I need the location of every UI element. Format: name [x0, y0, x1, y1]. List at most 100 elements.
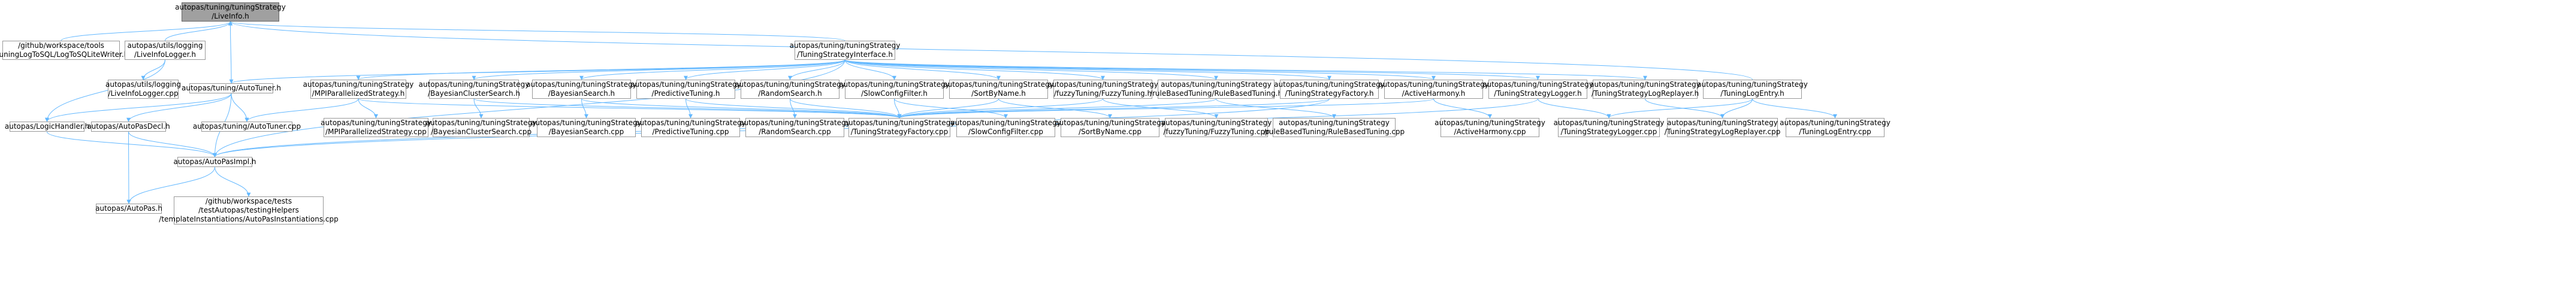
node-rsCpp[interactable]: autopas/tuning/tuningStrategy /RandomSea…: [739, 118, 850, 137]
node-label-line: autopas/tuning/tuningStrategy: [1590, 80, 1701, 89]
node-mpiH[interactable]: autopas/tuning/tuningStrategy /MPIParall…: [303, 80, 413, 99]
node-label-line: autopas/LogicHandler.h: [4, 122, 90, 131]
edge-fuzzyH-to-tsfCpp: [897, 98, 1103, 119]
edge-tsInterface-to-tslH: [844, 59, 1540, 80]
node-label-line: /SlowConfigFilter.h: [861, 89, 928, 98]
node-label-line: /TuningStrategyFactory.h: [1285, 89, 1374, 98]
node-tsfH[interactable]: autopas/tuning/tuningStrategy /TuningStr…: [1274, 80, 1385, 99]
edge-ahH-to-ahCpp: [1433, 98, 1492, 119]
node-label-line: autopas/tuning/tuningStrategy: [844, 119, 955, 127]
node-label-line: /SlowConfigFilter.cpp: [968, 128, 1043, 136]
node-bsH[interactable]: autopas/tuning/tuningStrategy /BayesianS…: [526, 80, 637, 99]
node-sbnCpp[interactable]: autopas/tuning/tuningStrategy /SortByNam…: [1055, 118, 1165, 137]
node-bcsCpp[interactable]: autopas/tuning/tuningStrategy /BayesianC…: [426, 118, 536, 137]
edge-rsH-to-rsCpp: [790, 98, 797, 119]
node-label-line: /PredictiveTuning.cpp: [652, 128, 729, 136]
node-label-line: autopas/tuning/tuningStrategy: [1667, 119, 1778, 127]
edge-liveInfoLoggerH-to-logicHandler: [45, 59, 165, 122]
node-label-line: autopas/tuning/AutoTuner.cpp: [192, 122, 301, 131]
node-ptCpp[interactable]: autopas/tuning/tuningStrategy /Predictiv…: [635, 118, 746, 137]
edge-tsfH-to-tsfCpp: [897, 98, 1330, 119]
edge-tsInterface-to-rsH: [788, 59, 845, 80]
edge-bcsH-to-tsfCpp: [473, 98, 902, 119]
node-tslrH[interactable]: autopas/tuning/tuningStrategy /TuningStr…: [1590, 80, 1701, 99]
node-mpiCpp[interactable]: autopas/tuning/tuningStrategy /MPIParall…: [321, 118, 431, 137]
edge-rbtH-to-tsfCpp: [897, 98, 1216, 119]
node-label-line: /ruleBasedTuning/RuleBasedTuning.cpp: [1263, 128, 1405, 136]
node-label-line: /BayesianSearch.h: [548, 89, 615, 98]
node-label-line: autopas/tuning/tuningStrategy: [839, 80, 950, 89]
edge-mpiH-to-tsfCpp: [358, 98, 902, 119]
node-label-line: /TuningLogEntry.h: [1720, 89, 1784, 98]
edge-toSqlite-to-root: [61, 21, 232, 41]
node-label-line: autopas/AutoPasImpl.h: [173, 157, 256, 166]
node-tslH[interactable]: autopas/tuning/tuningStrategy /TuningStr…: [1482, 80, 1593, 99]
edge-rbtH-to-rbtCpp: [1216, 98, 1336, 119]
edge-tsInterface-to-fuzzyH: [844, 59, 1105, 80]
node-label-line: /RandomSearch.h: [758, 89, 822, 98]
node-tleCpp[interactable]: autopas/tuning/tuningStrategy /TuningLog…: [1780, 118, 1891, 137]
edge-tsInterface-to-bcsH: [472, 59, 845, 80]
node-label-line: /BayesianClusterSearch.cpp: [430, 128, 532, 136]
node-label-line: autopas/tuning/tuningStrategy: [418, 80, 530, 89]
node-label-line: autopas/tuning/tuningStrategy: [1378, 80, 1489, 89]
edge-tleH-to-tslCpp: [1606, 98, 1753, 119]
node-label-line: /fuzzyTuning/FuzzyTuning.cpp: [1163, 128, 1270, 136]
edge-tsInterface-to-scfH: [844, 59, 896, 80]
node-rsH[interactable]: autopas/tuning/tuningStrategy /RandomSea…: [735, 80, 845, 99]
edge-autoTunerH-to-autoTunerCpp: [231, 93, 249, 122]
edge-autoPasImpl-to-autoPasH: [126, 166, 215, 204]
edge-autoPasDecl-to-autoPasImpl: [128, 131, 217, 157]
node-autoTunerCpp[interactable]: autopas/tuning/AutoTuner.cpp: [193, 122, 301, 132]
node-autoPasInst[interactable]: /github/workspace/tests /testAutopas/tes…: [159, 196, 339, 225]
edge-ptH-to-ptCpp: [685, 98, 693, 119]
node-rbtH[interactable]: autopas/tuning/tuningStrategy /ruleBased…: [1150, 80, 1282, 99]
node-liveInfoLoggerCpp[interactable]: autopas/utils/logging /LiveInfoLogger.cp…: [105, 80, 182, 99]
node-scfH[interactable]: autopas/tuning/tuningStrategy /SlowConfi…: [839, 80, 950, 99]
node-label-line: autopas/tuning/tuningStrategy: [425, 119, 537, 127]
node-liveInfoLoggerH[interactable]: autopas/utils/logging /LiveInfoLogger.h: [125, 41, 206, 60]
node-scfCpp[interactable]: autopas/tuning/tuningStrategy /SlowConfi…: [950, 118, 1061, 137]
node-sbnH[interactable]: autopas/tuning/tuningStrategy /SortByNam…: [943, 80, 1054, 99]
node-label-line: /testAutopas/testingHelpers: [198, 206, 299, 214]
node-label-line: autopas/utils/logging: [105, 80, 182, 89]
edge-bsH-to-tsfCpp: [581, 98, 902, 119]
node-rbtCpp[interactable]: autopas/tuning/tuningStrategy /ruleBased…: [1264, 118, 1405, 137]
node-label-line: /BayesianSearch.cpp: [548, 128, 624, 136]
edge-tsInterface-to-ahH: [844, 59, 1436, 80]
node-label-line: autopas/AutoPasDecl.h: [87, 122, 170, 131]
edge-autoTunerH-to-autoPasDecl: [126, 93, 232, 122]
node-label-line: /TuningStrategyLogger.cpp: [1560, 128, 1657, 136]
node-label-line: autopas/tuning/tuningStrategy: [943, 80, 1054, 89]
node-tsInterface[interactable]: autopas/tuning/tuningStrategy /TuningStr…: [790, 41, 900, 60]
node-bsCpp[interactable]: autopas/tuning/tuningStrategy /BayesianS…: [531, 118, 642, 137]
edge-autoTunerH-to-logicHandler: [45, 93, 232, 122]
node-label-line: autopas/tuning/tuningStrategy: [321, 119, 431, 127]
node-autoPasH[interactable]: autopas/AutoPas.h: [95, 204, 162, 214]
node-tleH[interactable]: autopas/tuning/tuningStrategy /TuningLog…: [1697, 80, 1808, 99]
node-tslrCpp[interactable]: autopas/tuning/tuningStrategy /TuningStr…: [1665, 118, 1780, 137]
node-label-line: /TuningStrategyFactory.cpp: [850, 128, 949, 136]
edge-tleH-to-tslrCpp: [1720, 98, 1753, 119]
node-ahH[interactable]: autopas/tuning/tuningStrategy /ActiveHar…: [1378, 80, 1489, 99]
node-fuzzyCpp[interactable]: autopas/tuning/tuningStrategy /fuzzyTuni…: [1161, 118, 1272, 137]
node-ptH[interactable]: autopas/tuning/tuningStrategy /Predictiv…: [630, 80, 741, 99]
node-root[interactable]: autopas/tuning/tuningStrategy /LiveInfo.…: [175, 2, 286, 22]
node-label-line: autopas/tuning/tuningStrategy: [1055, 119, 1165, 127]
node-toSqlite[interactable]: /github/workspace/tools /tuningLogToSQL/…: [0, 41, 128, 60]
node-logicHandler[interactable]: autopas/LogicHandler.h: [5, 122, 89, 132]
node-label-line: /TuningStrategyLogReplayer.h: [1591, 89, 1699, 98]
node-label-line: /SortByName.h: [971, 89, 1026, 98]
node-autoPasImpl[interactable]: autopas/AutoPasImpl.h: [173, 157, 256, 167]
node-label-line: autopas/tuning/tuningStrategy: [531, 119, 642, 127]
node-fuzzyH[interactable]: autopas/tuning/tuningStrategy /fuzzyTuni…: [1047, 80, 1158, 99]
node-ahCpp[interactable]: autopas/tuning/tuningStrategy /ActiveHar…: [1435, 118, 1545, 137]
node-tslCpp[interactable]: autopas/tuning/tuningStrategy /TuningStr…: [1554, 118, 1664, 137]
node-autoPasDecl[interactable]: autopas/AutoPasDecl.h: [87, 122, 170, 132]
node-label-line: autopas/tuning/tuningStrategy: [1780, 119, 1891, 127]
node-label-line: /github/workspace/tests: [205, 197, 292, 205]
node-label-line: /ActiveHarmony.h: [1402, 89, 1466, 98]
node-tsfCpp[interactable]: autopas/tuning/tuningStrategy /TuningStr…: [844, 118, 955, 137]
node-bcsH[interactable]: autopas/tuning/tuningStrategy /BayesianC…: [419, 80, 529, 99]
node-autoTunerH[interactable]: autopas/tuning/AutoTuner.h: [182, 83, 281, 93]
